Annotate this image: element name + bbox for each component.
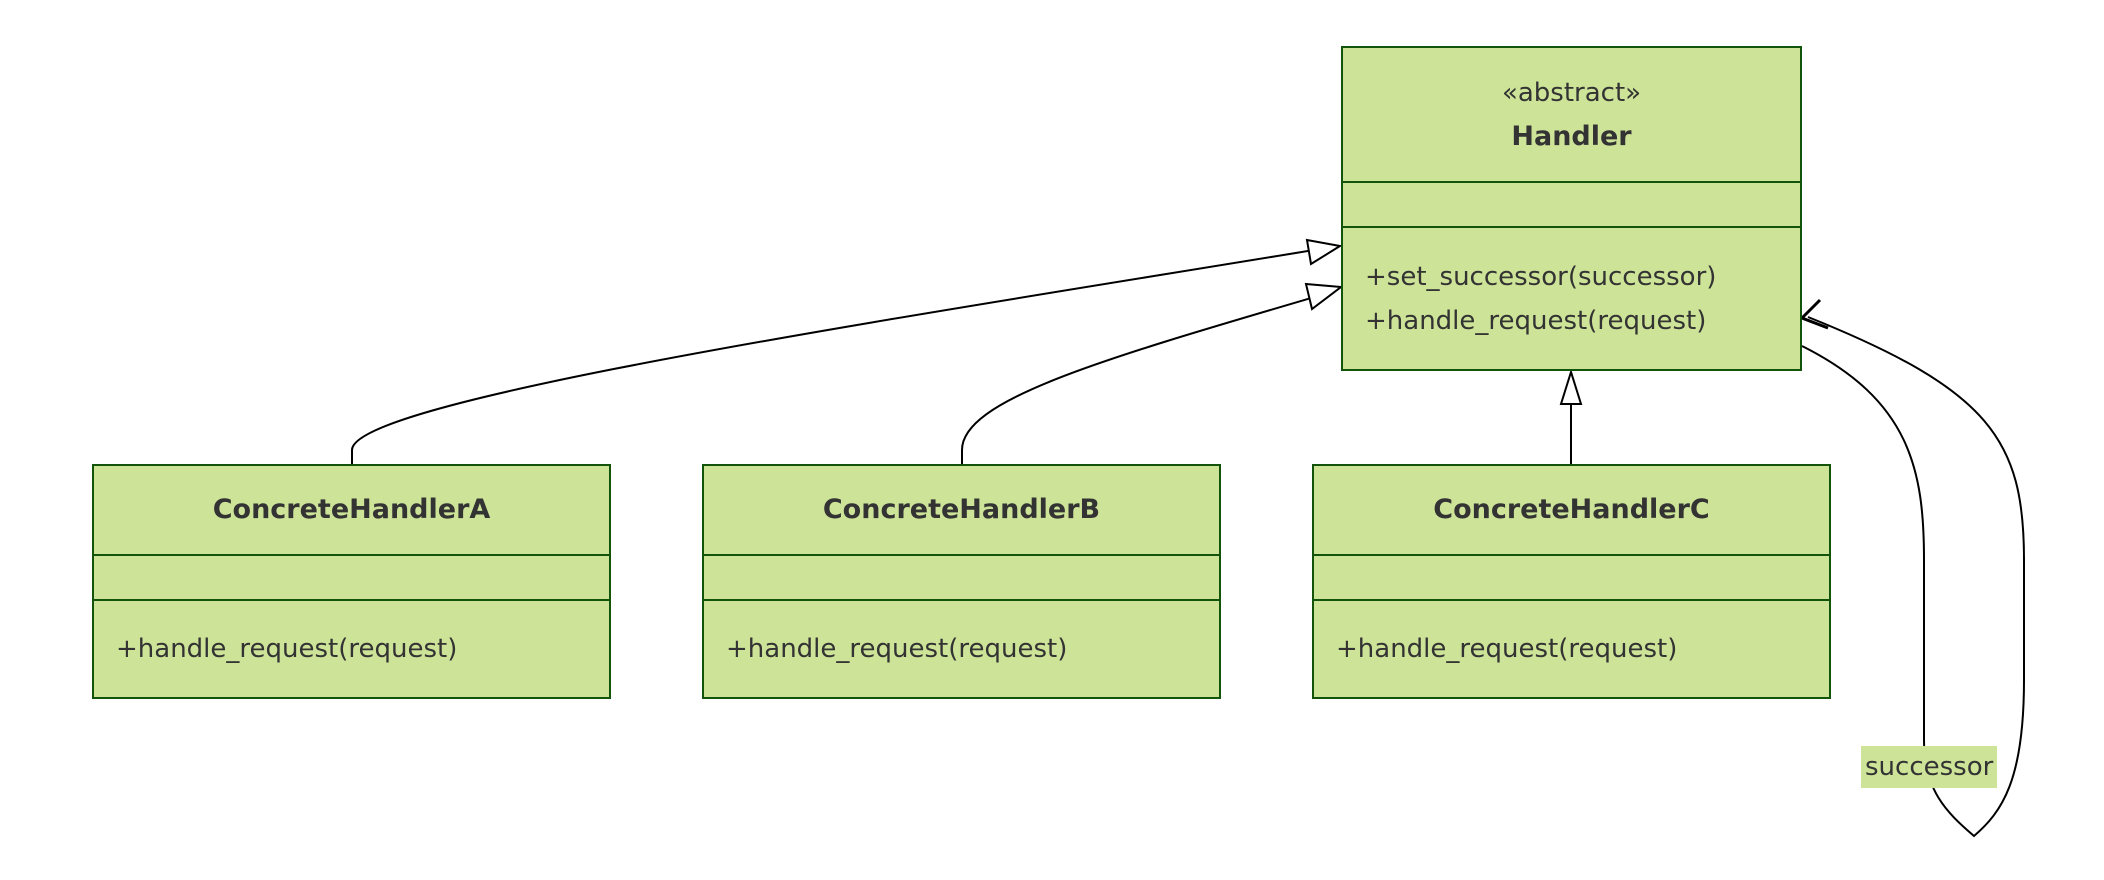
concrete-handler-c-header: ConcreteHandlerC (1314, 466, 1829, 556)
concrete-handler-b-header: ConcreteHandlerB (704, 466, 1219, 556)
inheritance-arrowhead-a (1305, 238, 1343, 266)
concrete-handler-c-class[interactable]: ConcreteHandlerC +handle_request(request… (1312, 464, 1831, 699)
inheritance-arrowhead-c (1559, 368, 1583, 405)
handler-stereotype: «abstract» (1501, 77, 1642, 108)
concrete-handler-c-attributes (1314, 556, 1829, 601)
handler-class-name: Handler (1511, 120, 1632, 152)
handler-attributes (1343, 183, 1800, 228)
concrete-handler-c-methods: +handle_request(request) (1314, 601, 1829, 697)
concrete-handler-a-header: ConcreteHandlerA (94, 466, 609, 556)
concrete-handler-a-method-handle-request: +handle_request(request) (116, 634, 458, 664)
successor-edge-label: successor (1861, 746, 1998, 788)
handler-method-set-successor: +set_successor(successor) (1365, 261, 1717, 292)
concrete-handler-b-methods: +handle_request(request) (704, 601, 1219, 697)
successor-arrowhead (1799, 298, 1829, 330)
concrete-handler-c-method-handle-request: +handle_request(request) (1336, 634, 1678, 664)
handler-class-header: «abstract» Handler (1343, 48, 1800, 183)
concrete-handler-b-method-handle-request: +handle_request(request) (726, 634, 1068, 664)
concrete-handler-b-class[interactable]: ConcreteHandlerB +handle_request(request… (702, 464, 1221, 699)
handler-methods: +set_successor(successor) +handle_reques… (1343, 228, 1800, 369)
concrete-handler-b-name: ConcreteHandlerB (822, 494, 1101, 525)
concrete-handler-c-name: ConcreteHandlerC (1433, 494, 1710, 525)
concrete-handler-a-name: ConcreteHandlerA (212, 494, 491, 525)
successor-edge (1801, 316, 2025, 838)
concrete-handler-a-class[interactable]: ConcreteHandlerA +handle_request(request… (92, 464, 611, 699)
handler-class[interactable]: «abstract» Handler +set_successor(succes… (1341, 46, 1802, 371)
concrete-handler-a-attributes (94, 556, 609, 601)
inheritance-arrowhead-b (1304, 282, 1344, 311)
inheritance-edge-a (351, 249, 1315, 464)
handler-method-handle-request: +handle_request(request) (1365, 305, 1707, 336)
concrete-handler-b-attributes (704, 556, 1219, 601)
concrete-handler-a-methods: +handle_request(request) (94, 601, 609, 697)
inheritance-edge-b (961, 295, 1319, 464)
